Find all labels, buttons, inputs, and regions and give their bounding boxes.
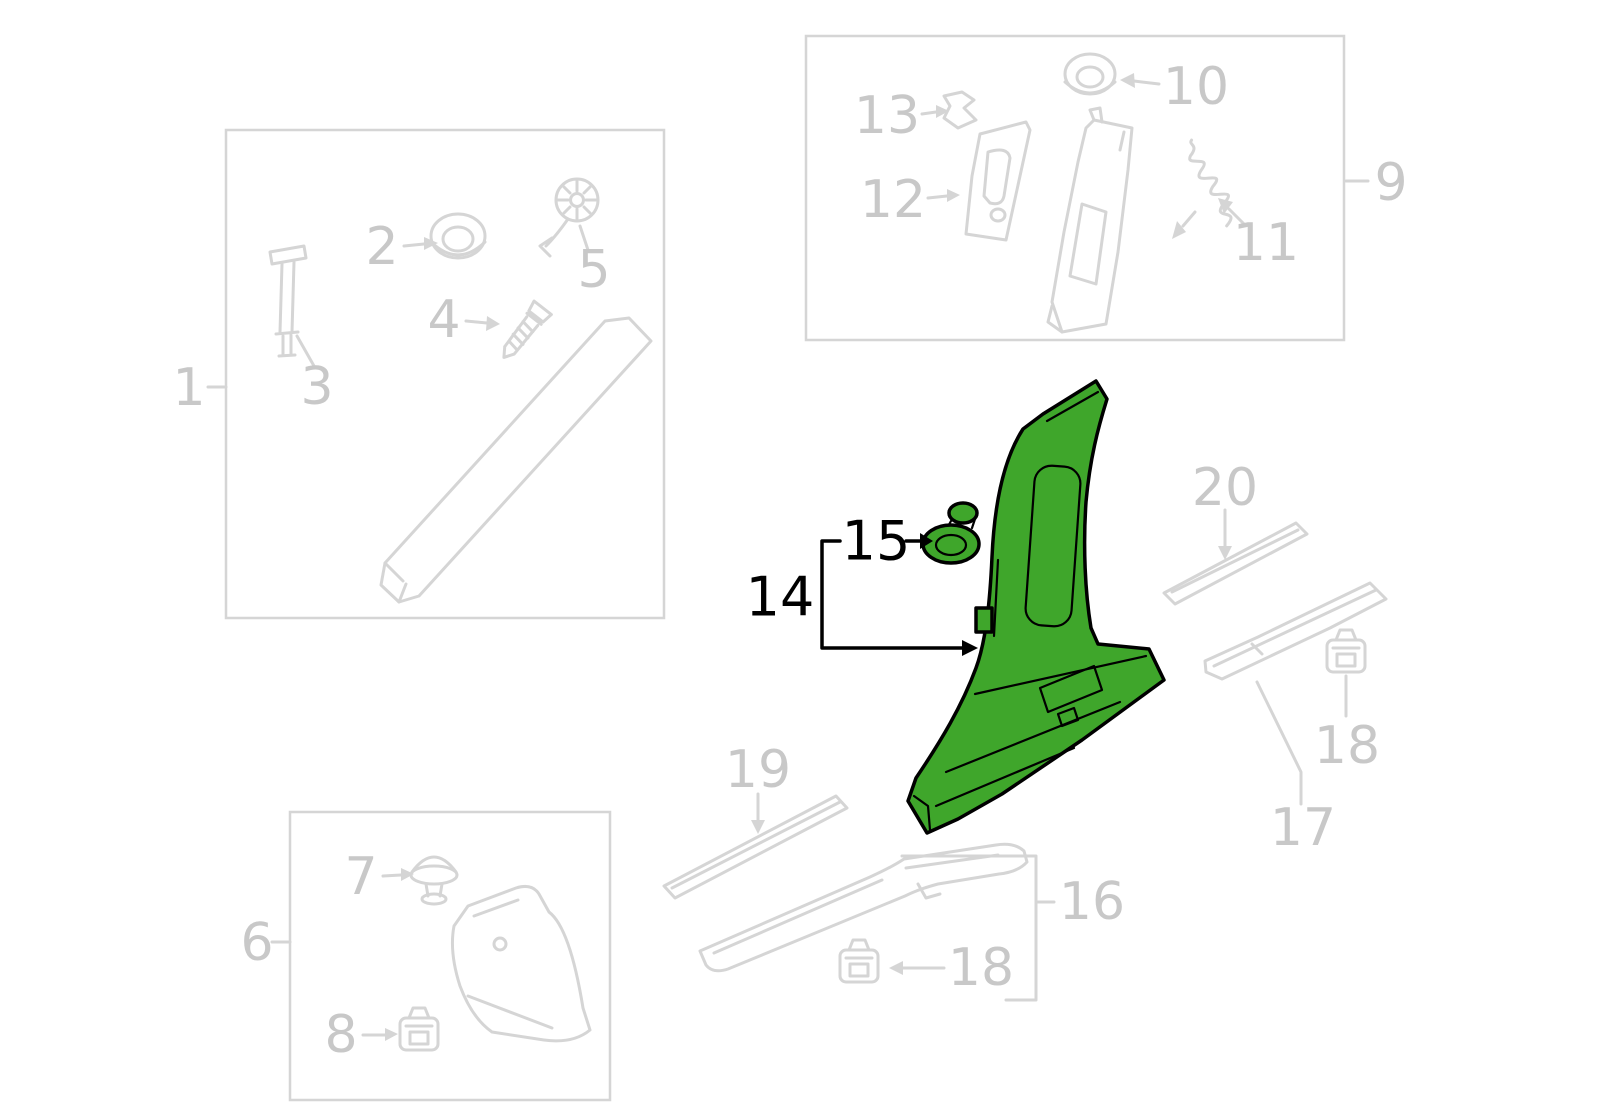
callout-18-right: 18 xyxy=(1314,716,1380,776)
callout-11: 11 xyxy=(1233,213,1299,273)
callout-14-bracket xyxy=(820,539,964,650)
callout-16: 16 xyxy=(1059,872,1125,932)
callout-15-arrowhead xyxy=(920,533,933,549)
callout-6: 6 xyxy=(240,913,273,973)
assembly-center-pillar-upper: 9 13 10 12 xyxy=(804,34,1408,342)
part-mushroom-clip-7 xyxy=(409,855,459,906)
part-spring-11 xyxy=(1188,138,1233,228)
callout-2: 2 xyxy=(365,217,398,277)
group-right-sill: 20 18 17 xyxy=(1162,458,1388,858)
part-sill-strip-20 xyxy=(1162,521,1309,606)
callout-13: 13 xyxy=(854,86,920,146)
part-clip-18-bottom xyxy=(838,938,880,984)
assembly-a-pillar-front: 1 3 2 4 5 xyxy=(172,128,666,620)
part-sill-strip-19 xyxy=(662,794,849,900)
clip-flange xyxy=(921,523,981,565)
part-grommet-2 xyxy=(429,212,487,260)
highlighted-part-trim-clip-15[interactable] xyxy=(921,501,981,565)
part-windshield-pillar-trim xyxy=(379,316,653,604)
part-pillar-garnish-unlabeled xyxy=(1046,106,1134,334)
callout-18-bottom: 18 xyxy=(948,938,1014,998)
callout-4-arrowhead xyxy=(486,316,500,331)
callout-19-arrowhead xyxy=(751,820,765,834)
callout-11-arrowhead xyxy=(1218,198,1233,214)
part-pin-clip-3 xyxy=(268,244,308,358)
callout-17-leader xyxy=(1255,680,1303,806)
part-washer-fastener-5 xyxy=(538,177,600,258)
callout-12: 12 xyxy=(860,170,926,230)
callout-2-arrowhead xyxy=(424,237,438,250)
callout-7-arrow-line xyxy=(381,873,403,878)
callout-10-arrow-line xyxy=(1132,79,1161,86)
callout-19: 19 xyxy=(725,740,791,800)
part-clip-13 xyxy=(942,90,978,130)
callout-13-arrowhead xyxy=(936,105,949,118)
assembly-frame-b xyxy=(804,34,1346,342)
callout-12-arrow-line xyxy=(926,194,949,200)
part-clip-8 xyxy=(398,1006,440,1052)
part-clip-18-right xyxy=(1325,628,1367,674)
callout-7-arrowhead xyxy=(401,868,414,881)
callout-10: 10 xyxy=(1163,57,1229,117)
callout-3: 3 xyxy=(300,357,333,417)
callout-4-arrow-line xyxy=(464,319,489,325)
part-scuff-plate-17 xyxy=(1203,581,1388,681)
callout-9: 9 xyxy=(1374,153,1407,213)
callout-12-arrowhead xyxy=(947,189,960,202)
center-pillar-trim-inner-panel xyxy=(1024,464,1082,628)
callout-5: 5 xyxy=(577,240,610,300)
callout-17: 17 xyxy=(1270,798,1336,858)
part-cowl-trim-6 xyxy=(451,885,592,1043)
callout-16-bracket xyxy=(900,854,1056,1002)
callout-20-arrowhead xyxy=(1218,546,1232,560)
callout-2-arrow-line xyxy=(402,242,426,248)
callout-7: 7 xyxy=(344,847,377,907)
callout-3-leader xyxy=(295,334,316,368)
callout-4: 4 xyxy=(427,290,460,350)
part-screw-4 xyxy=(502,299,553,359)
callout-11-arrow-line xyxy=(1227,207,1246,226)
callout-13-arrow-line xyxy=(920,110,938,116)
part-grommet-10 xyxy=(1063,52,1117,96)
callout-14[interactable]: 14 xyxy=(746,566,815,629)
clip-cap xyxy=(947,501,979,525)
spring-arrowhead xyxy=(1172,221,1186,239)
center-pillar-trim-foot-detail xyxy=(1038,664,1104,728)
callout-15[interactable]: 15 xyxy=(842,510,911,573)
center-pillar-trim-body[interactable] xyxy=(906,379,1166,835)
part-pillar-garnish-12 xyxy=(964,120,1032,242)
callout-1: 1 xyxy=(172,358,205,418)
callout-18-bottom-arrowhead xyxy=(889,961,903,975)
assembly-frame-c xyxy=(288,810,612,1102)
callout-8-arrowhead xyxy=(385,1028,398,1041)
highlighted-part-center-pillar-lower-trim[interactable] xyxy=(906,379,1166,835)
center-pillar-trim-details xyxy=(912,390,1148,832)
spring-arrow-line xyxy=(1181,210,1197,228)
callout-5-leader xyxy=(578,224,590,252)
callout-10-arrowhead xyxy=(1120,73,1135,88)
group-bottom-sill: 19 16 18 xyxy=(662,740,1125,1002)
assembly-cowl-side-trim: 6 7 8 xyxy=(240,810,612,1102)
callout-20: 20 xyxy=(1192,458,1258,518)
callout-14-arrowhead xyxy=(962,640,978,656)
callout-8: 8 xyxy=(324,1005,357,1065)
assembly-frame-a xyxy=(224,128,666,620)
clip-inner-ring xyxy=(934,533,968,557)
part-scuff-plate-16 xyxy=(698,842,1029,973)
center-pillar-trim-side-tab xyxy=(974,606,994,634)
